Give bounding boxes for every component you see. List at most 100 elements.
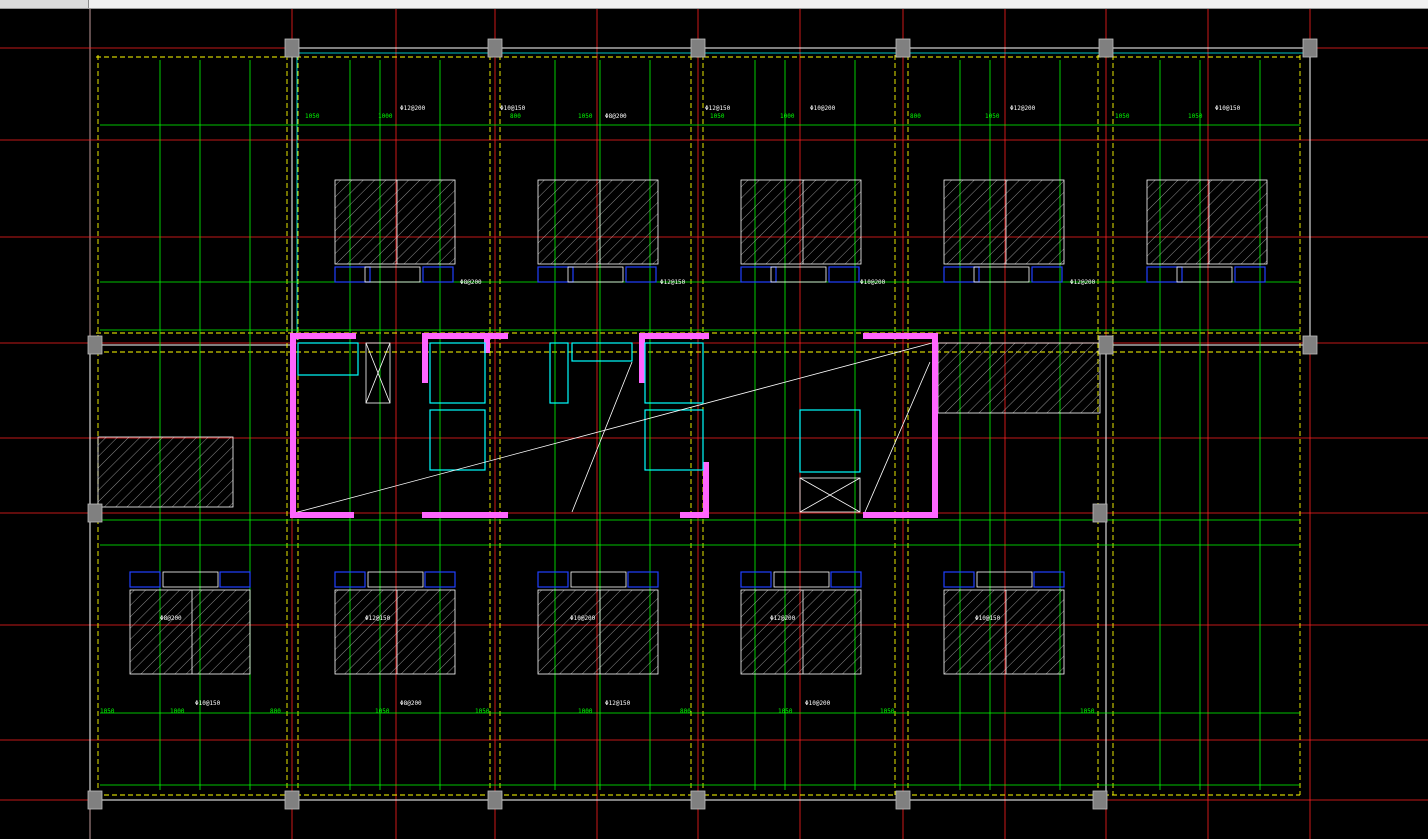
shear-wall [290,333,356,339]
shaft [571,342,633,362]
structural-columns [87,38,1318,810]
column [487,38,503,58]
floor-plan-drawing[interactable]: 1050 1000 800 1050 1050 1000 800 1050 1050 1050 10… [0,9,1428,839]
shear-wall [422,333,428,383]
rebar-callout: Φ10@200 [805,700,831,707]
diagonal-line [571,361,633,513]
fixture-block [1033,571,1065,588]
dimension-label: 1050 [375,708,390,715]
column [284,790,300,810]
dimension-label: 1050 [100,708,115,715]
rebar-callout: Φ12@200 [770,615,796,622]
rebar-callout: Φ12@150 [605,700,631,707]
column [1092,790,1108,810]
dimension-annotations: 1050 1000 800 1050 1050 1000 800 1050 1050 1050 10… [100,105,1241,715]
shear-wall [639,333,709,339]
column [487,790,503,810]
diagonal-line [297,342,933,513]
shaft [644,342,704,404]
dimension-label: 1050 [578,113,593,120]
shear-wall [290,512,354,518]
fixture-block [943,266,980,283]
rebar-callout: Φ10@150 [500,105,526,112]
fixture-block [973,266,1030,283]
rebar-callout: Φ10@200 [860,279,886,286]
column [1302,335,1318,355]
room-block [334,589,456,675]
opening [365,342,391,404]
dimension-label: 1000 [780,113,795,120]
shaft [549,342,569,404]
rebar-callout: Φ8@200 [460,279,482,286]
fixture-block [364,266,421,283]
dimension-label: 800 [680,708,691,715]
rebar-callout: Φ12@150 [365,615,391,622]
fixture-block [162,571,219,588]
column [690,790,706,810]
opening [799,477,861,513]
rebar-callout: Φ12@200 [400,105,426,112]
room-block [937,342,1101,414]
rebar-lines [100,60,1300,790]
room-hatch-blocks [97,179,1268,675]
room-block [740,589,862,675]
shear-wall [422,512,508,518]
shear-wall [703,462,709,518]
dimension-label: 1050 [1115,113,1130,120]
dimension-label: 800 [270,708,281,715]
slab-outline [89,47,1311,801]
column [87,503,103,523]
fixture-block [830,571,862,588]
rebar-callout: Φ10@150 [1215,105,1241,112]
rebar-callout: Φ12@200 [1010,105,1036,112]
dimension-label: 1050 [305,113,320,120]
drawing-tab[interactable] [0,0,89,8]
column [1098,335,1114,355]
column [895,38,911,58]
fixture-block [537,266,574,283]
fixture-block [773,571,830,588]
fixture-block [219,571,251,588]
column [1302,38,1318,58]
column [895,790,911,810]
rebar-callout: Φ10@150 [975,615,1001,622]
shaft [429,342,486,404]
fixture-block [1176,266,1233,283]
shaft [297,342,359,376]
axis-grid-lines [0,9,1428,839]
dimension-label: 1000 [378,113,393,120]
shear-wall [290,333,296,518]
fixture-block [740,571,772,588]
rebar-callout: Φ12@200 [1070,279,1096,286]
shear-wall [422,333,508,339]
shear-wall [932,333,938,518]
column [1098,38,1114,58]
fixture-block [625,266,657,283]
room-block [537,179,659,265]
fixture-block [567,266,624,283]
rebar-callout: Φ10@200 [810,105,836,112]
room-block [943,179,1065,265]
shear-wall [863,512,937,518]
column [284,38,300,58]
shear-wall [863,333,937,339]
dimension-label: 1000 [170,708,185,715]
fixture-block [422,266,454,283]
fixture-block [976,571,1033,588]
room-block [334,179,456,265]
cad-drawing-canvas[interactable]: 1050 1000 800 1050 1050 1000 800 1050 1050 1050 10… [0,9,1428,839]
dimension-label: 1050 [985,113,1000,120]
dimension-label: 1050 [710,113,725,120]
fixture-block [770,266,827,283]
dimension-label: 1050 [778,708,793,715]
fixture-block [334,266,371,283]
fixture-block [367,571,424,588]
room-block [537,589,659,675]
shaft [644,409,704,471]
column [690,38,706,58]
diagonal-line [864,361,931,513]
opening-cross [365,342,391,404]
room-block [740,179,862,265]
fixture-block [1146,266,1183,283]
dimension-label: 1050 [880,708,895,715]
